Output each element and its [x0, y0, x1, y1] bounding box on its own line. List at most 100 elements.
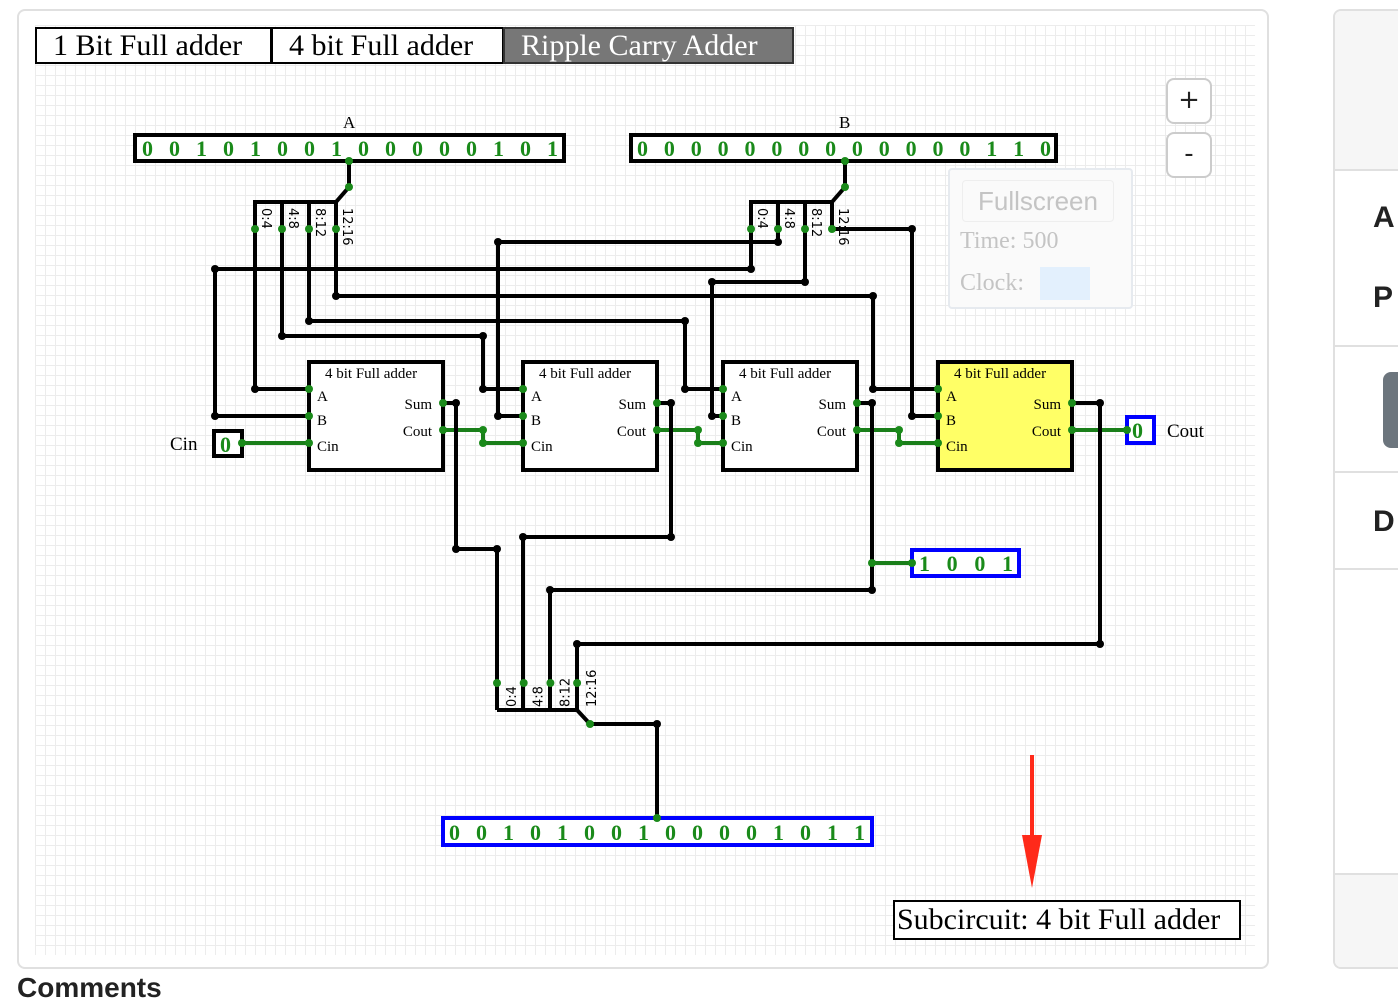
- zoom-out-button[interactable]: -: [1166, 132, 1212, 178]
- fullscreen-button[interactable]: Fullscreen: [962, 180, 1114, 222]
- zoom-in-button[interactable]: +: [1166, 78, 1212, 124]
- sidebar-divider: [1335, 345, 1398, 347]
- wire-junction: [305, 317, 313, 325]
- output-cout[interactable]: [1125, 415, 1156, 445]
- pin-node: [332, 225, 340, 233]
- adder-pin-a-label: A: [531, 389, 542, 405]
- pin-node: [519, 439, 527, 447]
- wire-junction: [1096, 640, 1104, 648]
- wire-junction: [681, 317, 689, 325]
- input-cin[interactable]: [212, 429, 244, 458]
- splitter-label: 0:4: [505, 686, 520, 707]
- wire-junction: [1096, 399, 1104, 407]
- wire[interactable]: [657, 428, 723, 445]
- pin-node: [1068, 426, 1076, 434]
- wire-junction: [494, 412, 502, 420]
- pin-node: [238, 439, 246, 447]
- wire-junction: [708, 278, 716, 286]
- pin-node: [853, 399, 861, 407]
- wire-junction: [868, 399, 876, 407]
- pin-node: [841, 183, 849, 191]
- adder-pin-b-label: B: [946, 413, 956, 429]
- input-cin-value: 0: [220, 432, 231, 457]
- adder-pin-sum-label: Sum: [1033, 397, 1061, 413]
- pin-node: [1123, 426, 1131, 434]
- adder-pin-cin-label: Cin: [531, 439, 553, 455]
- splitter-label: 0:4: [754, 208, 769, 229]
- wire-junction: [774, 238, 782, 246]
- wire-junction: [747, 265, 755, 273]
- pin-node: [934, 439, 942, 447]
- subcircuit-label: Subcircuit: 4 bit Full adder: [893, 900, 1241, 940]
- wire-junction: [452, 545, 460, 553]
- adder-title: 4 bit Full adder: [739, 366, 831, 382]
- pin-node: [479, 426, 487, 434]
- splitter-label: 8:12: [558, 678, 573, 707]
- wire-junction: [653, 720, 661, 728]
- pin-node: [251, 225, 259, 233]
- wire[interactable]: [253, 161, 351, 391]
- sidebar-button[interactable]: [1383, 372, 1398, 448]
- wire[interactable]: [443, 428, 523, 445]
- adder-pin-cin-label: Cin: [731, 439, 753, 455]
- tab-4-bit-full-adder[interactable]: 4 bit Full adder: [271, 27, 504, 64]
- wire-junction: [667, 399, 675, 407]
- pin-node: [519, 679, 528, 687]
- splitter-label: 4:8: [285, 208, 300, 229]
- pin-node: [853, 426, 861, 434]
- splitter-label: 8:12: [808, 208, 823, 237]
- pin-node: [1068, 399, 1076, 407]
- wire-junction: [908, 412, 916, 420]
- pin-node: [653, 399, 661, 407]
- wire[interactable]: [443, 401, 499, 710]
- adder-pin-a-label: A: [317, 389, 328, 405]
- adder-block[interactable]: [521, 360, 659, 472]
- pin-node: [305, 439, 313, 447]
- wire[interactable]: [858, 428, 938, 445]
- wire-junction: [332, 292, 340, 300]
- tab-1-bit-full-adder[interactable]: 1 Bit Full adder: [35, 27, 272, 64]
- adder-block[interactable]: [936, 360, 1074, 472]
- sidebar-heading-a: A: [1373, 201, 1395, 234]
- pin-node: [573, 679, 582, 687]
- splitter-label: 12:16: [339, 208, 354, 245]
- wire-junction: [211, 265, 219, 273]
- pin-node: [439, 426, 447, 434]
- wire-junction: [868, 586, 876, 594]
- pin-node: [546, 679, 555, 687]
- adder-pin-a-label: A: [731, 389, 742, 405]
- simulation-controls-overlay: Fullscreen Time: 500 Clock:: [948, 168, 1133, 309]
- wire-junction: [278, 332, 286, 340]
- wire-junction: [708, 412, 716, 420]
- splitter-label: 4:8: [781, 208, 796, 229]
- input-cin-label: Cin: [170, 434, 198, 455]
- adder-block[interactable]: [307, 360, 445, 472]
- pin-node: [719, 385, 727, 393]
- pin-node: [841, 157, 849, 165]
- pin-node: [934, 412, 942, 420]
- wire-junction: [573, 640, 581, 648]
- pin-node: [493, 679, 501, 687]
- clock-label: Clock:: [960, 270, 1024, 296]
- tab-ripple-carry-adder[interactable]: Ripple Carry Adder: [503, 27, 794, 64]
- adder-pin-cout-label: Cout: [1032, 424, 1062, 440]
- wire[interactable]: [497, 708, 659, 818]
- sidebar-heading-d: D: [1373, 505, 1395, 538]
- pin-node: [934, 385, 942, 393]
- wire-junction: [519, 533, 527, 541]
- pin-node: [895, 439, 903, 447]
- sidebar-divider: [1335, 471, 1398, 473]
- clock-input[interactable]: [1040, 267, 1090, 300]
- adder-title: 4 bit Full adder: [539, 366, 631, 382]
- adder-pin-sum-label: Sum: [618, 397, 646, 413]
- pin-node: [345, 183, 353, 191]
- adder-pin-cout-label: Cout: [403, 424, 433, 440]
- sidebar-divider: [1335, 568, 1398, 570]
- adder-pin-b-label: B: [317, 413, 327, 429]
- input-b-label: B: [839, 113, 850, 132]
- pin-node: [305, 385, 313, 393]
- wire-junction: [869, 292, 877, 300]
- splitter-label: 4:8: [532, 686, 547, 707]
- adder-title: 4 bit Full adder: [325, 366, 417, 382]
